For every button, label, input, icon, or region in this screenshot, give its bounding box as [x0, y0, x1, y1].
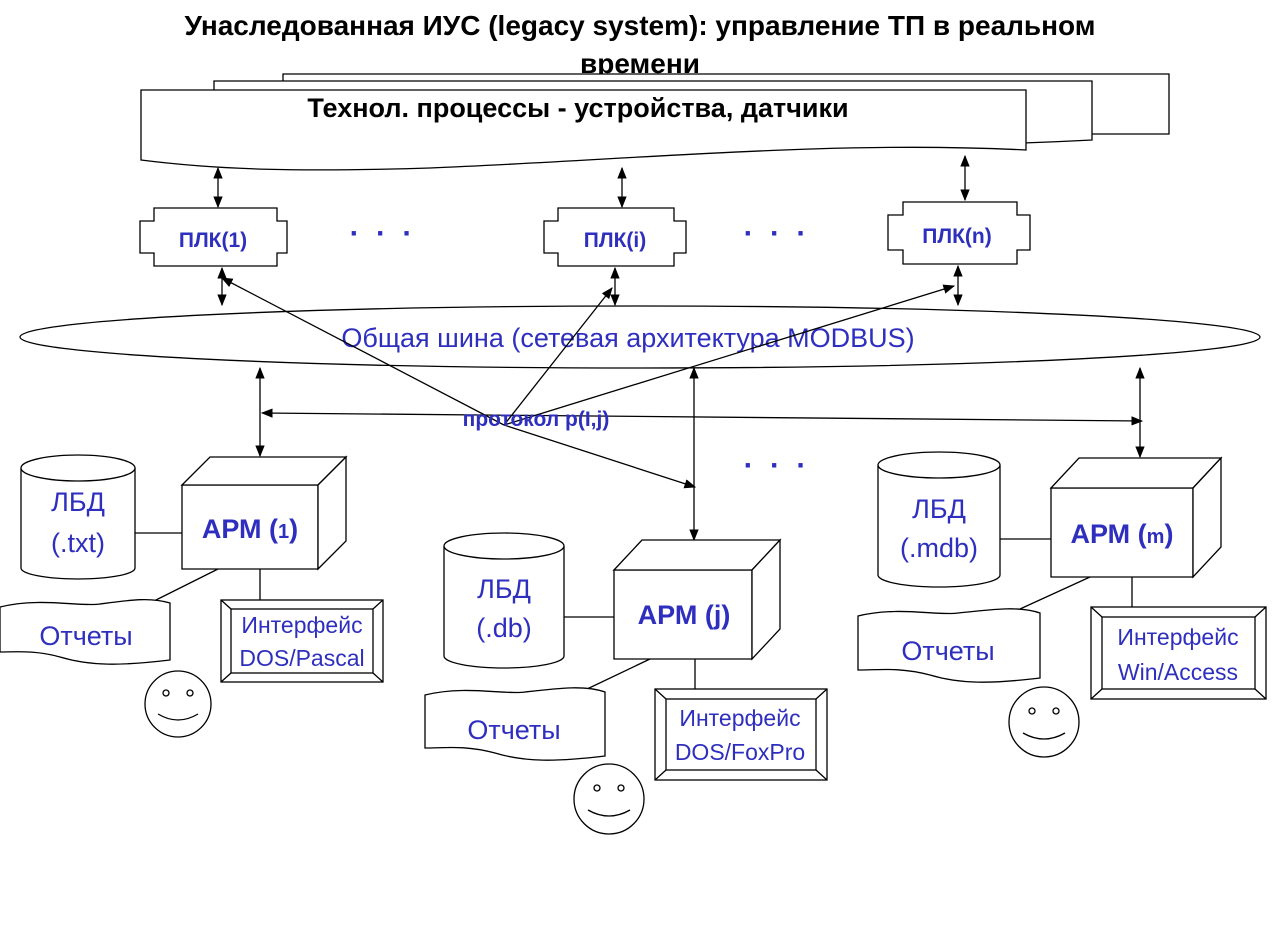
workstation-m-reports-doc: [857, 608, 1041, 683]
bus-ellipse: [19, 305, 1261, 369]
plc-n-label: ПЛК(n): [922, 225, 991, 248]
workstation-m-reports-label: Отчеты: [901, 636, 994, 666]
workstation-j-iface-line2: DOS/FoxPro: [675, 739, 805, 765]
workstation-1-db-line1: ЛБД: [51, 487, 105, 517]
workstation-j: ЛБД (.db) АРМ (j) Отчеты Интерфейс DOS/F…: [424, 532, 828, 835]
workstation-1-db-cylinder: [20, 454, 136, 580]
workstation-1-iface-line1: Интерфейс: [241, 612, 362, 638]
workstation-j-db-cylinder: [443, 532, 565, 669]
workstation-j-reports-label: Отчеты: [467, 715, 560, 745]
protocol-horizontal-arrow: [260, 408, 1144, 426]
plc-i-label: ПЛК(i): [584, 229, 646, 252]
plc-1-box: ПЛК(1): [139, 207, 288, 267]
workstation-1-iface-box: [220, 599, 384, 683]
process-documents-stack: [140, 73, 1170, 171]
workstation-j-arm-cube: [612, 538, 782, 661]
workstation-m-iface-line2: Win/Access: [1118, 659, 1238, 685]
workstation-m-arm-cube: [1049, 456, 1223, 579]
workstation-m-iface-line1: Интерфейс: [1117, 624, 1238, 650]
workstation-1: ЛБД (.txt) АРМ (1) Отчеты Интерфейс DOS/…: [0, 454, 384, 738]
protocol-to-plcn: [503, 284, 956, 426]
workstation-j-iface-line1: Интерфейс: [679, 705, 800, 731]
workstation-1-iface-line2: DOS/Pascal: [239, 645, 364, 671]
plc-i-box: ПЛК(i): [543, 207, 687, 267]
diagram-title-line1: Унаследованная ИУС (legacy system): упра…: [184, 10, 1095, 41]
protocol-label: протокол p(I,j): [463, 408, 610, 431]
workstation-j-db-line2: (.db): [476, 613, 532, 643]
workstation-1-user-smiley-icon: [144, 670, 212, 738]
workstation-m-db-line2: (.mdb): [900, 533, 978, 563]
workstation-j-iface-box: [654, 688, 828, 781]
process-doc-front: [140, 89, 1027, 171]
processes-label: Технол. процессы - устройства, датчики: [307, 93, 848, 123]
bus-label: Общая шина (сетевая архитектура MODBUS): [341, 323, 914, 353]
protocol-to-plci: [503, 287, 613, 426]
plc-n-box: ПЛК(n): [887, 201, 1031, 265]
ellipsis-plc-2: · · ·: [744, 217, 811, 250]
protocol-to-arm-j: [503, 424, 697, 489]
workstation-1-reports-doc: [0, 598, 171, 665]
protocol-to-plc1: [220, 277, 505, 426]
plc-1-label: ПЛК(1): [179, 229, 247, 252]
workstation-1-reports-label: Отчеты: [39, 621, 132, 651]
workstation-m-db-cylinder: [877, 451, 1001, 588]
workstation-j-reports-doc: [424, 687, 606, 761]
workstation-j-reports-link: [584, 658, 651, 691]
workstation-1-arm-label: АРМ (1): [202, 514, 298, 544]
workstation-j-user-smiley-icon: [573, 763, 645, 835]
workstation-j-db-line1: ЛБД: [477, 574, 531, 604]
workstation-m-user-smiley-icon: [1008, 686, 1080, 758]
workstation-m-db-line1: ЛБД: [912, 494, 966, 524]
ellipsis-arm: · · ·: [744, 449, 811, 482]
workstation-1-arm-cube: [180, 455, 348, 571]
workstation-m-arm-label: АРМ (m): [1071, 519, 1174, 549]
workstation-1-reports-link: [149, 568, 219, 604]
workstation-m-iface-box: [1090, 606, 1267, 700]
workstation-j-arm-label: АРМ (j): [638, 600, 731, 630]
workstation-1-db-line2: (.txt): [51, 528, 105, 558]
workstation-m: ЛБД (.mdb) АРМ (m) Отчеты Интерфейс Win/…: [857, 451, 1267, 758]
workstation-m-reports-link: [1019, 576, 1091, 610]
ellipsis-plc-1: · · ·: [350, 217, 417, 250]
